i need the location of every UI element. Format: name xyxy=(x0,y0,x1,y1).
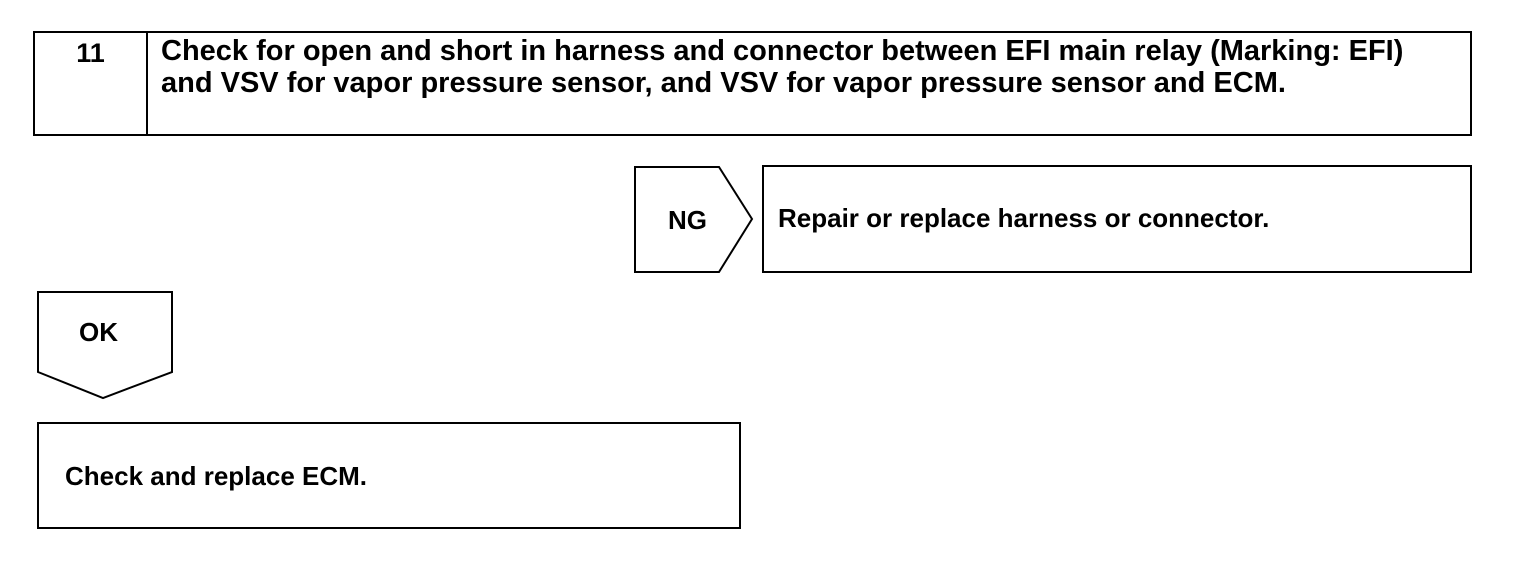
ok-action-box: Check and replace ECM. xyxy=(37,422,741,529)
ok-label: OK xyxy=(79,317,118,347)
step-title: Check for open and short in harness and … xyxy=(161,35,1404,99)
ng-arrow-shape xyxy=(634,166,754,273)
step-number: 11 xyxy=(35,33,148,134)
ng-label: NG xyxy=(668,205,707,235)
ng-action-box: Repair or replace harness or connector. xyxy=(762,165,1472,273)
ok-action-text: Check and replace ECM. xyxy=(65,461,367,491)
ok-arrow-shape xyxy=(37,291,173,400)
ng-action-text: Repair or replace harness or connector. xyxy=(778,203,1270,233)
step-check-box: 11 Check for open and short in harness a… xyxy=(33,31,1472,136)
